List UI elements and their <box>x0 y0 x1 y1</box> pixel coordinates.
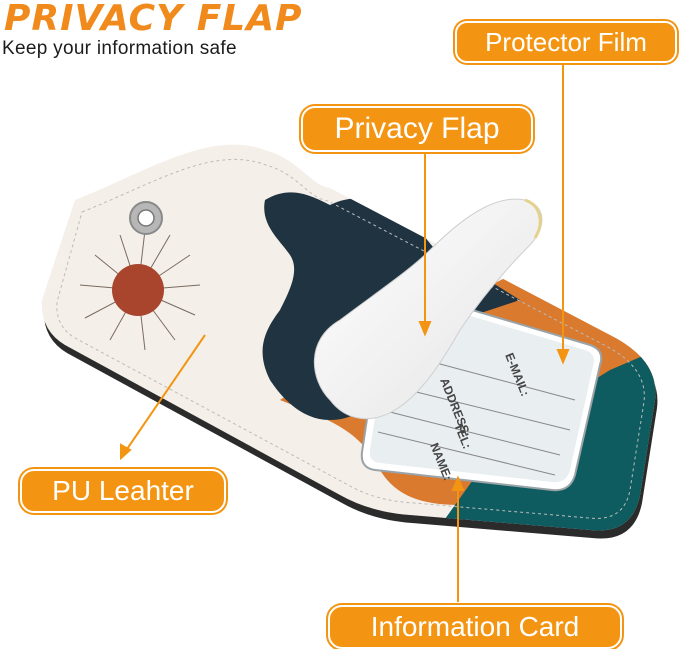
callout-pointers <box>120 60 570 602</box>
callout-protector-film: Protector Film <box>455 21 677 63</box>
privacy-flap <box>313 198 543 420</box>
sun-icon <box>112 264 164 316</box>
callout-pu-leather: PU Leahter <box>20 469 226 513</box>
page-title: PRIVACY FLAP <box>4 0 303 39</box>
page-subtitle: Keep your information safe <box>2 38 237 59</box>
callout-privacy-flap: Privacy Flap <box>301 106 533 152</box>
callout-information-card: Information Card <box>328 605 622 649</box>
